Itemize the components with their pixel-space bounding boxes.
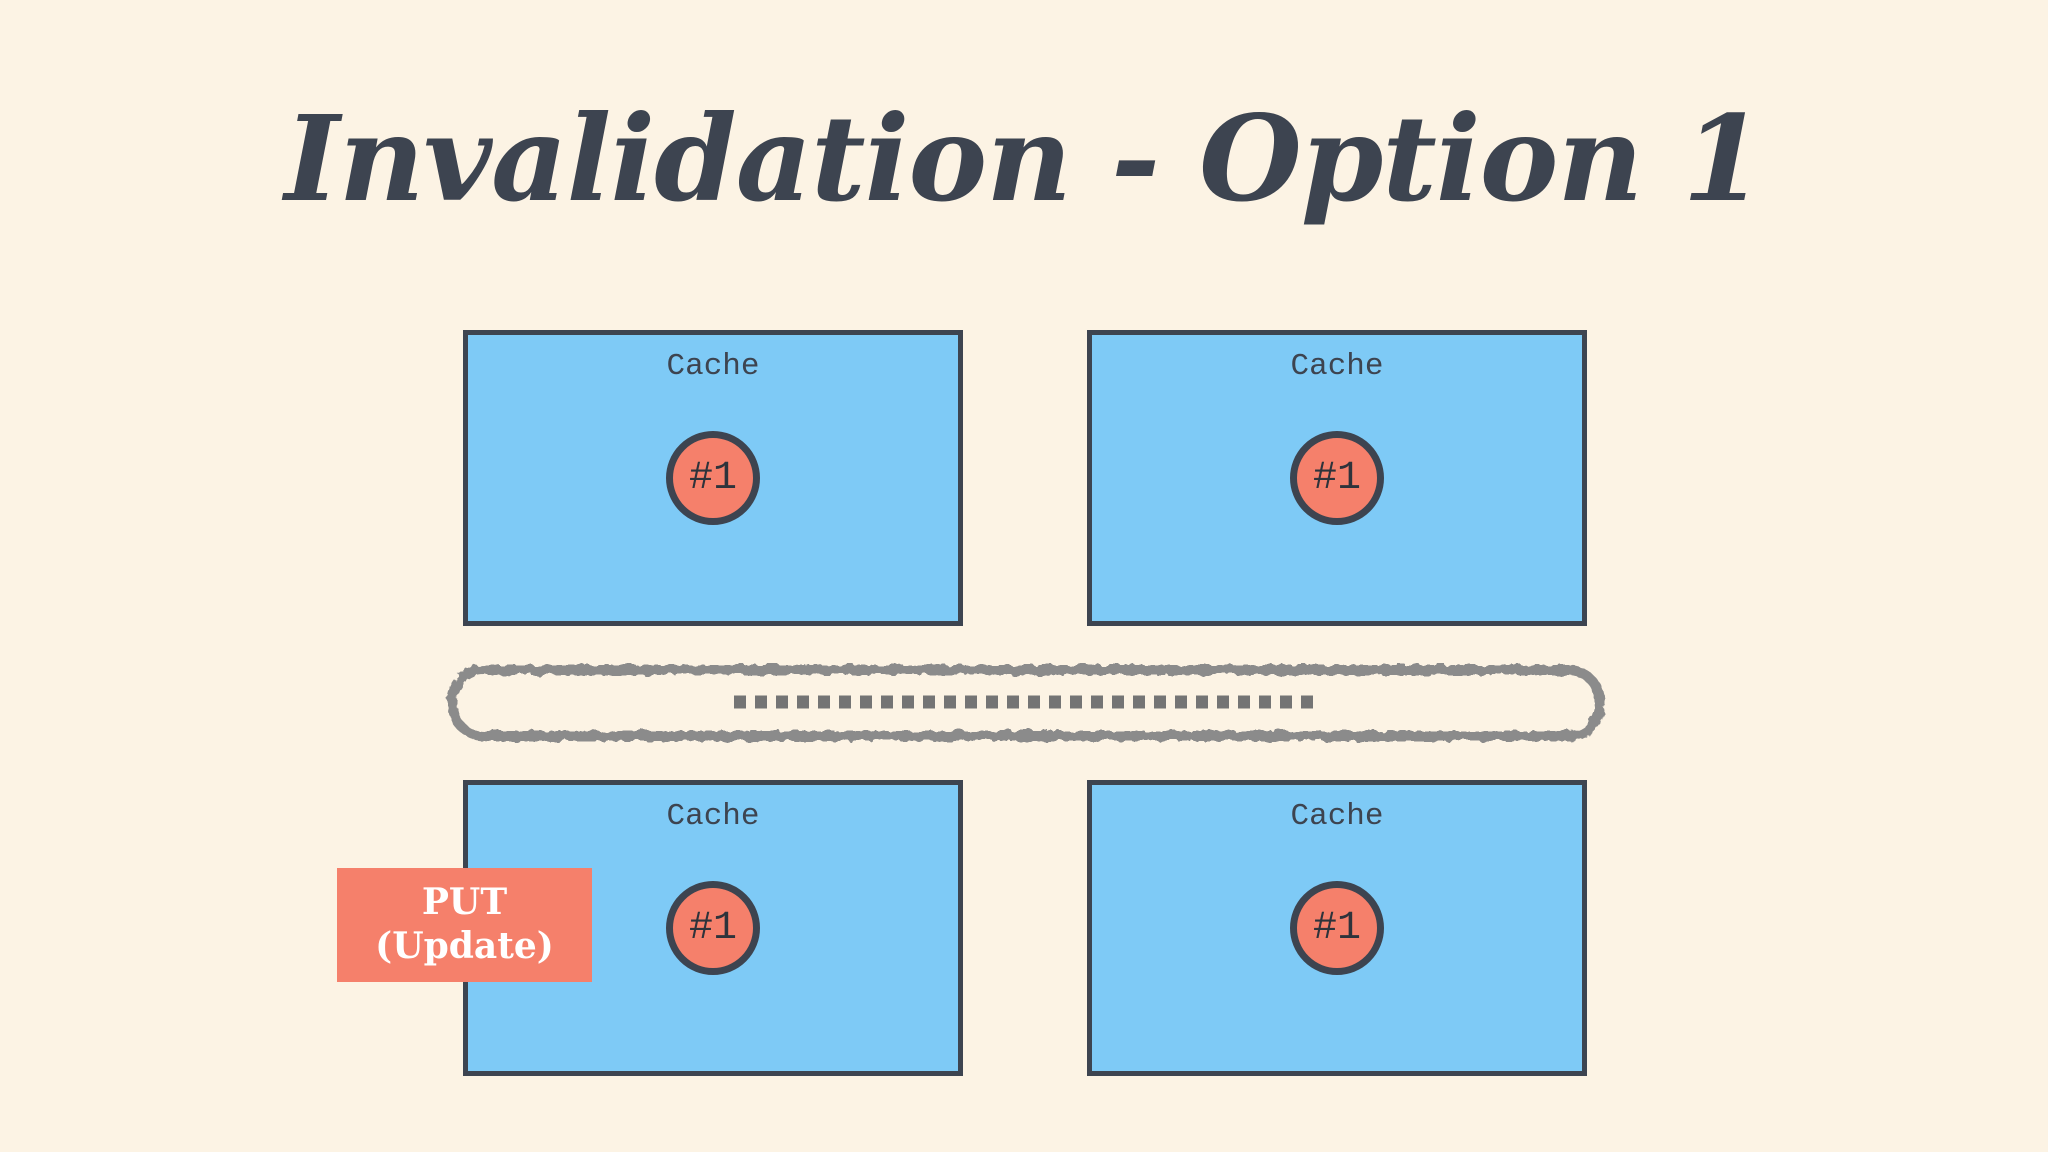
- cache-box-top-left: Cache #1: [463, 330, 963, 626]
- shared-bus-outline: [447, 665, 1605, 741]
- cached-item-circle: #1: [666, 431, 760, 525]
- cache-box-top-right: Cache #1: [1087, 330, 1587, 626]
- cached-item-id: #1: [688, 455, 737, 501]
- put-update-label: PUT (Update): [337, 868, 592, 982]
- cached-item-circle: #1: [1290, 881, 1384, 975]
- cache-box-bottom-right: Cache #1: [1087, 780, 1587, 1076]
- cached-item-circle: #1: [666, 881, 760, 975]
- cached-item-id: #1: [688, 905, 737, 951]
- cached-item-id: #1: [1312, 905, 1361, 951]
- cached-item-circle: #1: [1290, 431, 1384, 525]
- put-update-line2: (Update): [375, 925, 554, 967]
- cache-label: Cache: [666, 799, 760, 834]
- cached-item-id: #1: [1312, 455, 1361, 501]
- cache-label: Cache: [1290, 799, 1384, 834]
- cache-label: Cache: [666, 349, 760, 384]
- put-update-line1: PUT: [421, 881, 508, 924]
- slide-title: Invalidation - Option 1: [284, 89, 1765, 228]
- cache-label: Cache: [1290, 349, 1384, 384]
